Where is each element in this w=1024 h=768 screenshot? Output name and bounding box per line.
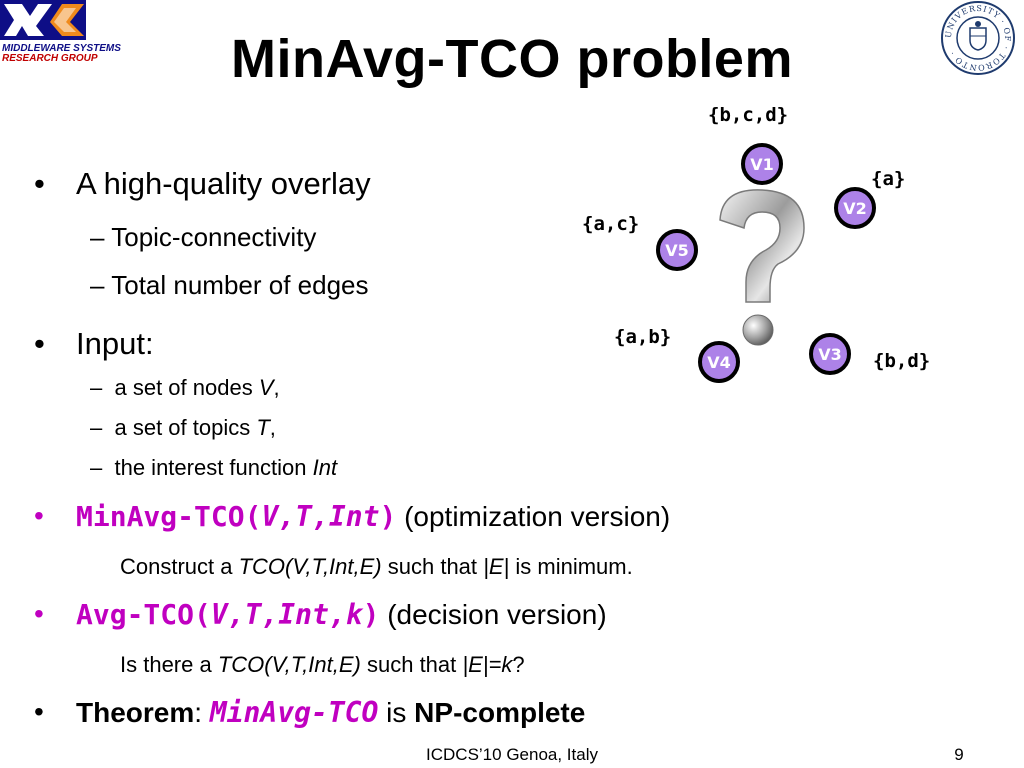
logo-mark-icon bbox=[0, 0, 86, 40]
node-v5: V5 bbox=[656, 229, 698, 271]
sub-bullet-topics: – a set of topics T, bbox=[90, 415, 276, 440]
node-v5-topics: {a,c} bbox=[582, 213, 640, 235]
sub-bullet-topic-connectivity: – Topic-connectivity bbox=[90, 222, 317, 252]
bullet-avg-tco: • Avg-TCO(V,T,Int,k) (decision version) bbox=[34, 598, 607, 631]
node-v1: V1 bbox=[741, 143, 783, 185]
node-v2-topics: {a} bbox=[871, 168, 906, 190]
sub-bullet-total-edges: – Total number of edges bbox=[90, 270, 369, 300]
avg-detail: Is there a TCO(V,T,Int,E) such that |E|=… bbox=[120, 652, 525, 677]
sub-bullet-nodes: – a set of nodes V, bbox=[90, 375, 280, 400]
slide-title: MinAvg-TCO problem bbox=[231, 29, 793, 89]
middleware-logo: MIDDLEWARE SYSTEMS RESEARCH GROUP bbox=[0, 0, 160, 64]
node-v4-topics: {a,b} bbox=[614, 326, 672, 348]
sub-bullet-interest-function: – the interest function Int bbox=[90, 455, 338, 480]
university-seal-icon: UNIVERSITY · OF · TORONTO · bbox=[940, 0, 1016, 76]
page-number: 9 bbox=[954, 745, 964, 764]
node-v3: V3 bbox=[809, 333, 851, 375]
bullet-high-quality-overlay: • A high-quality overlay bbox=[34, 166, 371, 201]
footer-venue: ICDCS’10 Genoa, Italy bbox=[426, 745, 598, 764]
question-mark-icon bbox=[700, 180, 820, 360]
node-v1-topics: {b,c,d} bbox=[708, 104, 789, 126]
node-v4: V4 bbox=[698, 341, 740, 383]
node-v2: V2 bbox=[834, 187, 876, 229]
node-v3-topics: {b,d} bbox=[873, 350, 931, 372]
bullet-input: • Input: bbox=[34, 326, 154, 361]
logo-text-line2: RESEARCH GROUP bbox=[2, 53, 98, 64]
logo-text-line1: MIDDLEWARE SYSTEMS bbox=[2, 43, 121, 54]
bullet-minavg-tco: • MinAvg-TCO(V,T,Int) (optimization vers… bbox=[34, 500, 671, 533]
minavg-detail: Construct a TCO(V,T,Int,E) such that |E|… bbox=[120, 554, 633, 579]
bullet-theorem: • Theorem: MinAvg-TCO is NP-complete bbox=[34, 696, 586, 729]
